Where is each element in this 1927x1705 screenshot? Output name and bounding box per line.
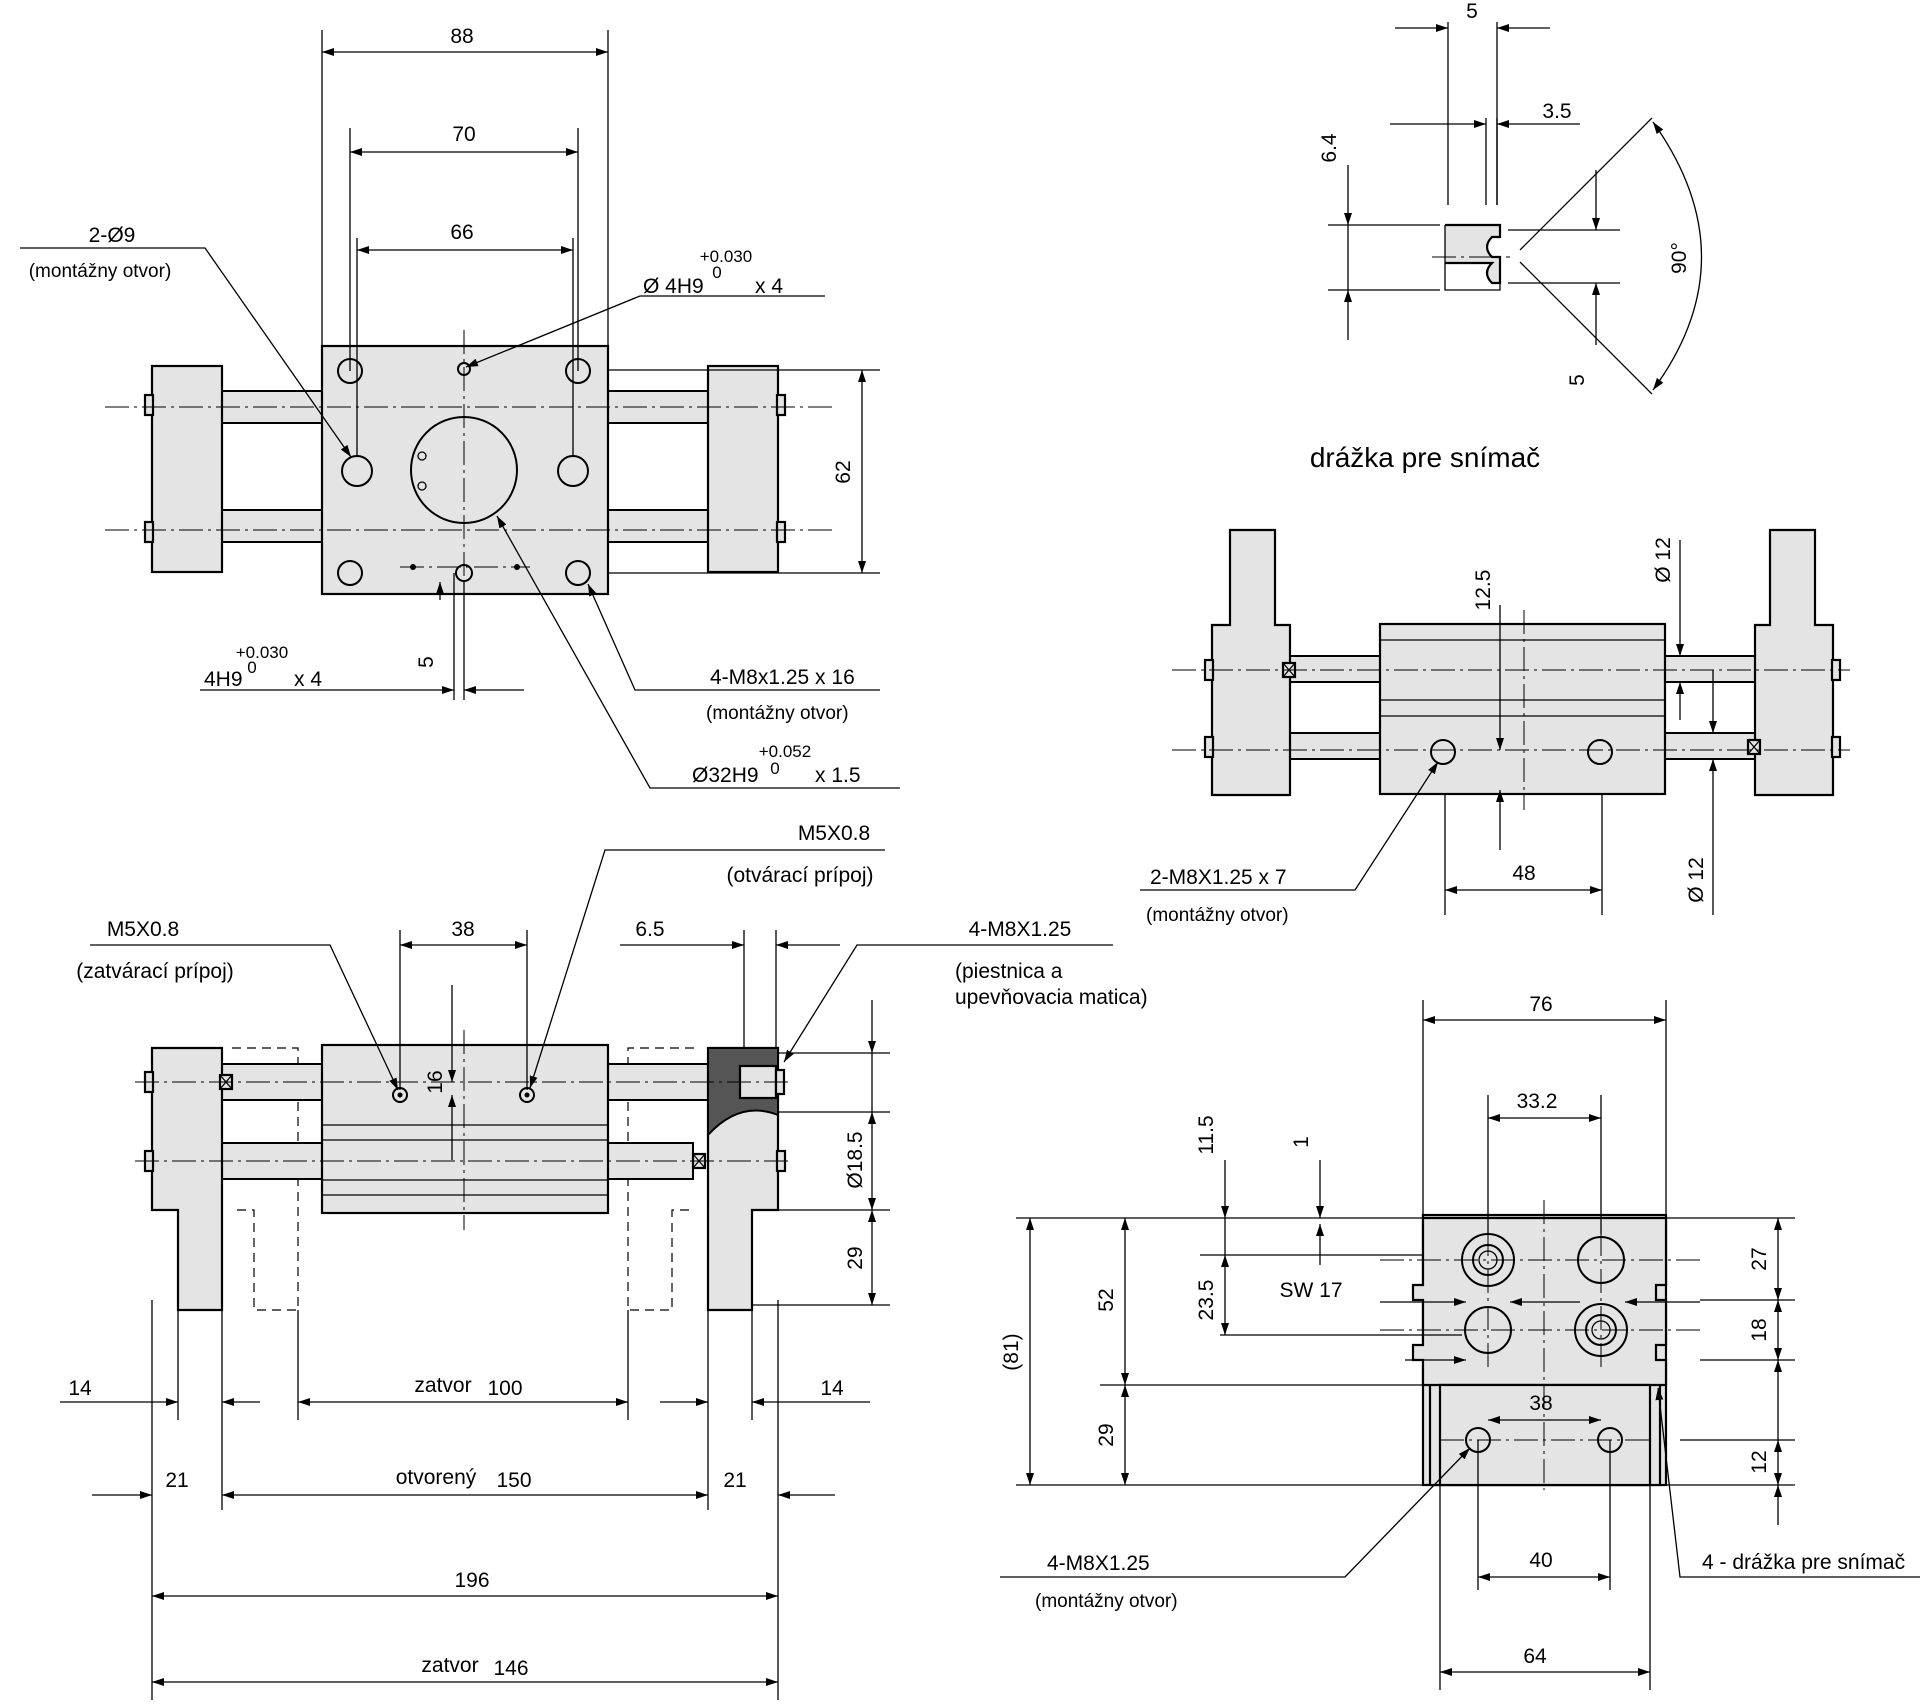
pin-top-main: Ø 4H9 [643, 275, 704, 298]
side-thread: 2-M8X1.25 x 7 [1150, 866, 1287, 889]
thread-4m8-note: (montážny otvor) [706, 703, 849, 724]
end-dim-40: 40 [1529, 1549, 1552, 1572]
side-dim-48: 48 [1512, 862, 1535, 885]
dim-88: 88 [450, 25, 473, 48]
end-dim-33-2: 33.2 [1517, 1090, 1558, 1113]
end-sw17: SW 17 [1279, 1279, 1342, 1302]
groove-dim-6-4: 6.4 [1318, 133, 1341, 163]
pin-bot-count: x 4 [294, 668, 322, 691]
end-dim-12: 12 [1748, 1450, 1771, 1473]
m5-close: M5X0.8 [107, 918, 179, 941]
dim-70: 70 [452, 123, 475, 146]
front-dim-14-right: 14 [820, 1377, 844, 1400]
top-view: 88 70 66 2-Ø9 (montážny otvor) +0.030 0 … [20, 25, 900, 789]
end-dim-52: 52 [1095, 1288, 1118, 1311]
end-thread: 4-M8X1.25 [1047, 1552, 1150, 1575]
pin-top-count: x 4 [755, 275, 783, 298]
rod-thread: 4-M8X1.25 [969, 918, 1072, 941]
closed-146-label: zatvor [421, 1654, 478, 1677]
groove-detail: 5 3.5 6.4 90° 5 drážka pre snímač [1310, 0, 1703, 473]
pin-top-tol-lo: 0 [712, 263, 721, 282]
m5-open: M5X0.8 [798, 822, 870, 845]
end-dim-18: 18 [1748, 1318, 1771, 1341]
end-dim-23-5: 23.5 [1195, 1280, 1218, 1321]
end-dim-64: 64 [1523, 1645, 1547, 1668]
closed-146: 146 [493, 1657, 528, 1680]
pin-bot-main: 4H9 [204, 668, 243, 691]
closed-100-label: zatvor [414, 1374, 471, 1397]
end-dim-11-5: 11.5 [1195, 1115, 1218, 1154]
bore-depth: x 1.5 [815, 764, 861, 787]
pin-bot-tol-up: +0.030 [236, 643, 288, 662]
groove-angle: 90° [1668, 242, 1691, 274]
side-dim-12-bot: Ø 12 [1685, 857, 1708, 903]
thread-4m8: 4-M8x1.25 x 16 [710, 666, 855, 689]
end-dim-81: (81) [1000, 1333, 1023, 1370]
groove-dim-5-top: 5 [1466, 0, 1478, 23]
front-dim-6-5: 6.5 [635, 918, 664, 941]
dim-5-pin: 5 [415, 656, 438, 668]
front-dim-29: 29 [844, 1246, 867, 1269]
groove-dim-3-5: 3.5 [1542, 100, 1571, 123]
side-dim-12-5: 12.5 [1472, 570, 1495, 611]
end-groove-count: 4 - drážka pre snímač [1702, 1551, 1905, 1574]
open-150-label: otvorený [396, 1466, 477, 1489]
front-dim-38: 38 [451, 918, 474, 941]
front-view: M5X0.8 (otvárací prípoj) M5X0.8 (zatvára… [60, 822, 1148, 1700]
groove-dim-5-side: 5 [1566, 374, 1589, 386]
end-thread-note: (montážny otvor) [1035, 1591, 1178, 1612]
label-2x9-note: (montážny otvor) [29, 261, 172, 282]
end-dim-29: 29 [1095, 1423, 1118, 1446]
pin-bot-tol-lo: 0 [247, 658, 256, 677]
dim-66: 66 [450, 221, 473, 244]
side-dim-12-top: Ø 12 [1652, 537, 1675, 583]
side-thread-note: (montážny otvor) [1146, 905, 1289, 926]
bore-main: Ø32H9 [692, 764, 759, 787]
closed-100: 100 [487, 1377, 522, 1400]
m5-close-note: (zatvárací prípoj) [76, 960, 234, 983]
front-dim-18-5: Ø18.5 [844, 1131, 867, 1188]
pin-top-tol-up: +0.030 [700, 247, 752, 266]
front-dim-14-left: 14 [68, 1377, 92, 1400]
groove-title: drážka pre snímač [1310, 442, 1540, 473]
end-dim-76: 76 [1529, 993, 1552, 1016]
rod-note-1: (piestnica a [955, 960, 1063, 983]
open-150: 150 [496, 1469, 531, 1492]
bore-tol-up: +0.052 [759, 742, 811, 761]
end-view: 76 33.2 11.5 1 SW 17 52 23.5 (81) 29 27 … [1000, 993, 1920, 1690]
m5-open-note: (otvárací prípoj) [726, 864, 873, 887]
front-dim-21-left: 21 [165, 1469, 188, 1492]
dim-62: 62 [832, 460, 855, 483]
bore-tol-lo: 0 [770, 759, 779, 778]
front-dim-16: 16 [424, 1070, 447, 1093]
end-dim-1: 1 [1290, 1136, 1313, 1148]
side-view: 48 12.5 Ø 12 Ø 12 2-M8X1.25 x 7 (montážn… [1140, 528, 1850, 926]
end-dim-27: 27 [1748, 1247, 1771, 1270]
front-dim-21-right: 21 [723, 1469, 746, 1492]
label-2x9: 2-Ø9 [89, 224, 136, 247]
rod-note-2: upevňovacia matica) [955, 986, 1148, 1009]
front-dim-196: 196 [454, 1569, 489, 1592]
end-dim-38: 38 [1529, 1392, 1552, 1415]
